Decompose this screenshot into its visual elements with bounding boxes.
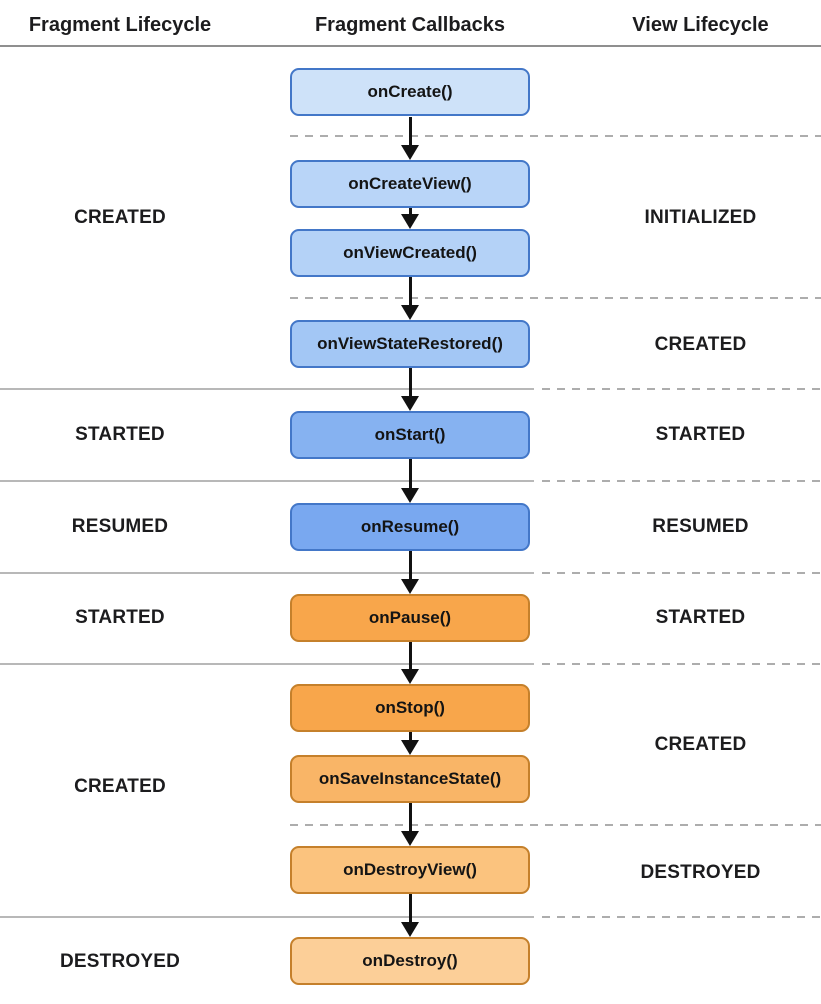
- fragment-state-label: STARTED: [75, 607, 165, 628]
- callback-box-onstart: onStart(): [290, 411, 530, 459]
- callback-box-oncreateview: onCreateView(): [290, 160, 530, 208]
- callback-box-oncreate: onCreate(): [290, 68, 530, 116]
- header-divider: [0, 45, 821, 47]
- view-section-divider-dashed: [542, 572, 821, 574]
- column-header-fragment-callbacks: Fragment Callbacks: [314, 14, 506, 36]
- view-state-label: DESTROYED: [640, 862, 761, 883]
- section-divider-solid: [0, 480, 534, 482]
- section-divider-solid: [0, 572, 534, 574]
- fragment-state-label: DESTROYED: [59, 951, 181, 972]
- view-state-label: INITIALIZED: [644, 207, 757, 228]
- arrow-down-icon: [401, 803, 419, 846]
- callback-box-onviewcreated: onViewCreated(): [290, 229, 530, 277]
- view-section-divider-dashed: [542, 916, 821, 918]
- fragment-state-label: STARTED: [75, 424, 165, 445]
- arrow-down-icon: [401, 368, 419, 411]
- arrow-down-icon: [401, 117, 419, 160]
- fragment-state-label: RESUMED: [71, 516, 169, 537]
- callback-box-onstop: onStop(): [290, 684, 530, 732]
- arrow-down-icon: [401, 641, 419, 684]
- arrow-down-icon: [401, 459, 419, 503]
- view-section-divider-dashed: [290, 297, 821, 299]
- arrow-down-icon: [401, 893, 419, 937]
- callback-box-ondestroyview: onDestroyView(): [290, 846, 530, 894]
- view-section-divider-dashed: [290, 824, 821, 826]
- view-state-label: RESUMED: [652, 516, 749, 537]
- arrow-down-icon: [401, 208, 419, 229]
- fragment-state-label: CREATED: [74, 207, 166, 228]
- arrow-down-icon: [401, 732, 419, 755]
- callback-box-onviewstaterestored: onViewStateRestored(): [290, 320, 530, 368]
- fragment-state-label: CREATED: [74, 776, 166, 797]
- callback-box-onresume: onResume(): [290, 503, 530, 551]
- callback-box-onpause: onPause(): [290, 594, 530, 642]
- view-state-label: STARTED: [655, 424, 746, 445]
- view-section-divider-dashed: [542, 480, 821, 482]
- view-section-divider-dashed: [290, 135, 821, 137]
- section-divider-solid: [0, 388, 534, 390]
- view-state-label: STARTED: [655, 607, 746, 628]
- view-section-divider-dashed: [542, 663, 821, 665]
- view-state-label: CREATED: [654, 334, 747, 355]
- column-header-fragment-lifecycle: Fragment Lifecycle: [28, 14, 212, 36]
- arrow-down-icon: [401, 550, 419, 594]
- callback-box-onsaveinstancestate: onSaveInstanceState(): [290, 755, 530, 803]
- arrow-down-icon: [401, 277, 419, 320]
- section-divider-solid: [0, 916, 534, 918]
- callback-box-ondestroy: onDestroy(): [290, 937, 530, 985]
- view-section-divider-dashed: [542, 388, 821, 390]
- view-state-label: CREATED: [654, 734, 747, 755]
- section-divider-solid: [0, 663, 534, 665]
- column-header-view-lifecycle: View Lifecycle: [632, 14, 769, 36]
